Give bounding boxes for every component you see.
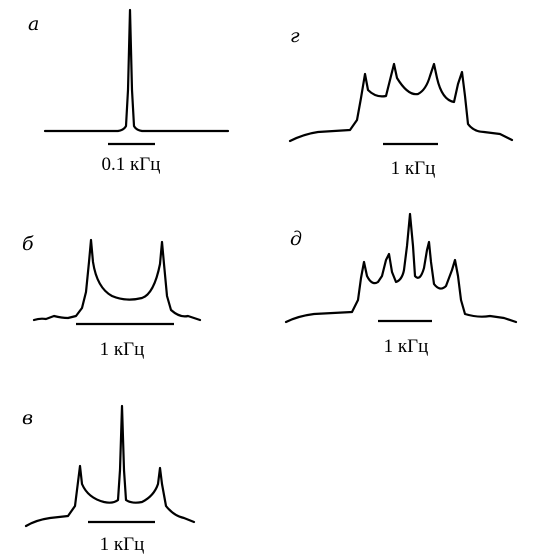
panel-letter-v: в: [22, 407, 33, 429]
scale-label-d: 1 кГц: [384, 336, 429, 357]
panel-letter-b: б: [22, 233, 34, 255]
spectrum-curve-d: [284, 212, 518, 324]
scale-label-a: 0.1 кГц: [102, 154, 161, 175]
spectrum-curve-b: [32, 238, 202, 322]
spectrum-curve-a: [43, 8, 230, 133]
panel-b: б 1 кГц: [22, 233, 202, 360]
spectrum-curve-g: [288, 62, 514, 143]
panel-letter-a: а: [28, 13, 39, 35]
panel-v: в 1 кГц: [22, 404, 196, 555]
scale-label-v: 1 кГц: [100, 534, 145, 555]
spectrum-curve-v: [24, 404, 196, 528]
panel-letter-g: г: [290, 25, 300, 47]
panel-letter-d: д: [290, 228, 302, 250]
scale-label-b: 1 кГц: [100, 339, 145, 360]
panel-d: д 1 кГц: [284, 212, 518, 357]
scale-label-g: 1 кГц: [391, 158, 436, 179]
panel-a: а 0.1 кГц: [28, 8, 230, 175]
panel-g: г 1 кГц: [288, 25, 514, 179]
